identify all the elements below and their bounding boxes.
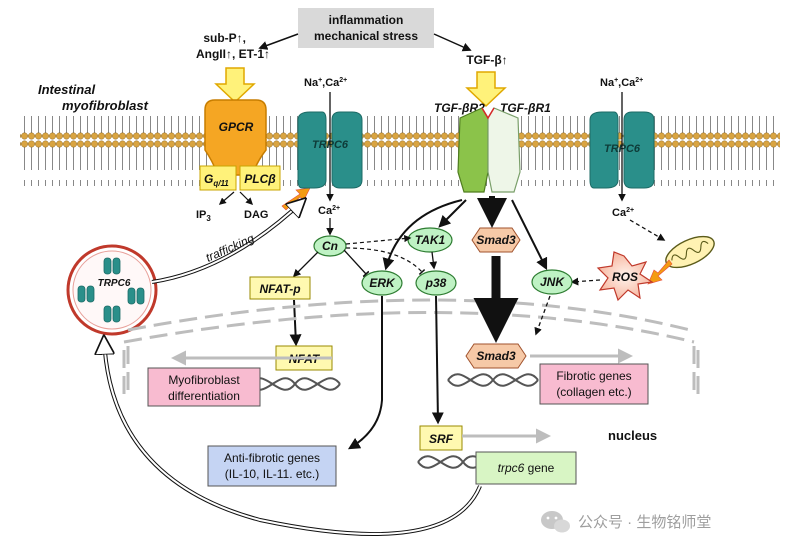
watermark-text: 公众号 · 生物铭师堂 bbox=[578, 514, 711, 531]
ions-left: Na+,Ca2+ bbox=[304, 77, 347, 89]
antifibrotic-genes-box bbox=[207, 445, 337, 487]
gq-box bbox=[199, 165, 237, 191]
nuclear-envelope-inner bbox=[123, 311, 695, 344]
arrow-erk-to-antifib bbox=[347, 296, 383, 450]
srf-box bbox=[419, 425, 463, 451]
ca-left-label: Ca2+ bbox=[318, 205, 340, 217]
nfatp-box bbox=[249, 276, 311, 300]
tgfb-label: TGF-β↑ bbox=[466, 53, 507, 67]
dag-label: DAG bbox=[244, 209, 268, 221]
dna-helix-2 bbox=[447, 373, 539, 387]
arrow-stimulus-to-factors bbox=[258, 33, 299, 50]
gpcr-receptor bbox=[204, 99, 267, 176]
arrow-ros-to-jnk bbox=[570, 277, 601, 286]
smad3-top-node bbox=[471, 227, 521, 253]
cn-label: Cn bbox=[322, 239, 338, 253]
stimulus-box bbox=[298, 8, 434, 48]
arrow-receptor-to-tak1 bbox=[438, 199, 467, 228]
ros-label: ROS bbox=[612, 270, 638, 284]
cn-dashed-inhibit-p38 bbox=[345, 247, 426, 275]
ip3-label: IP3 bbox=[196, 209, 211, 223]
mitochondrion-icon bbox=[665, 235, 715, 269]
tak1-label: TAK1 bbox=[415, 233, 446, 247]
plcb-box bbox=[239, 165, 281, 191]
cn-inhibits-erk bbox=[343, 249, 370, 278]
arrow-tak1-to-p38 bbox=[429, 251, 438, 270]
tgfbr2-label: TGF-βR2 bbox=[434, 101, 485, 115]
smad3-top-label: Smad3 bbox=[476, 233, 516, 247]
tgfbr2-receptor bbox=[457, 107, 489, 193]
erk-label: ERK bbox=[369, 276, 396, 290]
dna-helix-1 bbox=[249, 377, 341, 391]
jnk-node bbox=[531, 269, 573, 295]
erk-node bbox=[361, 270, 403, 296]
arrow-ca-to-mito bbox=[629, 219, 666, 241]
p38-label: p38 bbox=[425, 276, 447, 290]
myo-line2: differentiation bbox=[168, 389, 240, 403]
srf-label: SRF bbox=[429, 432, 454, 446]
trpc6-gene-label: trpc6 gene bbox=[498, 461, 555, 475]
ros-star bbox=[596, 251, 654, 302]
plcb-label: PLCβ bbox=[244, 172, 276, 186]
smad3-nuclear-label: Smad3 bbox=[476, 349, 516, 363]
antifib-line1: Anti-fibrotic genes bbox=[224, 451, 320, 465]
cell-label-line2: myofibroblast bbox=[62, 98, 149, 113]
trafficking-label: trafficking bbox=[204, 231, 257, 265]
tgfbr-red-edge bbox=[481, 107, 495, 120]
arrow-receptor-to-jnk bbox=[511, 199, 548, 271]
cn-dashed-to-tak1 bbox=[345, 234, 412, 245]
arrow-to-ip3 bbox=[218, 191, 235, 205]
antifib-line2: (IL-10, IL-11. etc.) bbox=[225, 467, 319, 481]
arrow-to-dag bbox=[239, 191, 254, 206]
trpc6-left-channel bbox=[297, 111, 363, 189]
cn-node bbox=[313, 235, 347, 257]
myo-line1: Myofibroblast bbox=[168, 373, 240, 387]
jnk-label: JNK bbox=[540, 275, 565, 289]
arrow-jnk-to-nucleus bbox=[534, 295, 551, 336]
left-factors-line1: sub-P↑, bbox=[203, 31, 246, 45]
trpc6-right-channel bbox=[589, 111, 655, 189]
nucleus-label: nucleus bbox=[608, 428, 657, 443]
fibrotic-line2: (collagen etc.) bbox=[556, 385, 631, 399]
p38-node bbox=[415, 270, 457, 296]
trpc6-gene-box bbox=[475, 451, 577, 485]
ca-right-label: Ca2+ bbox=[612, 207, 634, 219]
cell-label-line1: Intestinal bbox=[38, 82, 95, 97]
stimulus-line2: mechanical stress bbox=[314, 29, 418, 43]
nuclear-envelope-outer bbox=[127, 298, 691, 332]
fibrotic-genes-box bbox=[539, 363, 649, 405]
nfatp-label: NFAT-p bbox=[259, 282, 300, 296]
left-factors-line2: AngII↑, ET-1↑ bbox=[196, 47, 270, 61]
tgfbr1-label: TGF-βR1 bbox=[500, 101, 551, 115]
gq-label: Gq/11 bbox=[204, 172, 229, 188]
fibrotic-line1: Fibrotic genes bbox=[556, 369, 631, 383]
wechat-icon bbox=[541, 511, 570, 533]
ions-right: Na+,Ca2+ bbox=[600, 77, 643, 89]
vesicle-trpc6-label: TRPC6 bbox=[98, 278, 131, 289]
arrow-cn-to-nfatp bbox=[292, 251, 319, 278]
mito-to-ros-arrow bbox=[647, 259, 673, 285]
gpcr-label: GPCR bbox=[219, 120, 254, 134]
arrow-p38-to-srf bbox=[431, 295, 444, 425]
cell-membrane bbox=[20, 116, 780, 186]
tgfbr1-receptor bbox=[487, 107, 521, 193]
myofibroblast-box bbox=[147, 367, 261, 407]
smad3-nuclear-node bbox=[465, 343, 527, 369]
arrow-stimulus-to-tgfb bbox=[433, 33, 472, 52]
yellow-arrow-right bbox=[465, 71, 507, 108]
yellow-arrow-left bbox=[214, 67, 256, 104]
arrow-receptor-to-erk bbox=[382, 199, 463, 271]
stimulus-line1: inflammation bbox=[329, 13, 404, 27]
vesicle-trpc6-channels bbox=[77, 257, 145, 323]
